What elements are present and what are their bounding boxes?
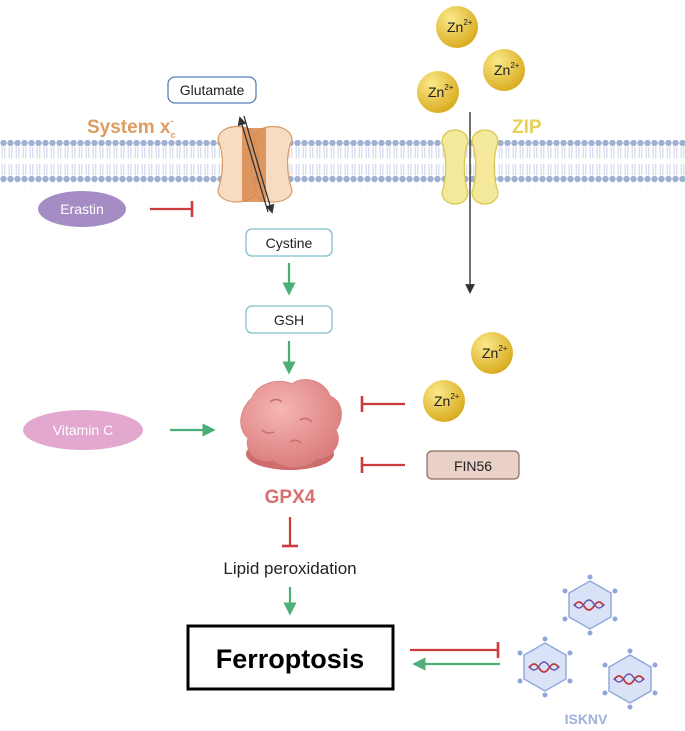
glutamate-box [167, 76, 257, 104]
cell-membrane [0, 140, 685, 186]
zn-ion: Zn2+ [483, 49, 525, 91]
fin56-inhibit-arrow [360, 457, 405, 473]
system-xc-transporter [217, 115, 293, 214]
gpx4-label: GPX4 [265, 487, 316, 508]
isknv-virion [602, 648, 658, 710]
zn-ion: Zn2+ [471, 332, 513, 374]
zn-ion: Zn2+ [436, 6, 478, 48]
erastin-inhibit-arrow [150, 201, 194, 217]
zn-inhibit-arrow [360, 396, 405, 412]
gsh-label: GSH [274, 312, 304, 328]
svg-text:Zn2+: Zn2+ [434, 392, 460, 409]
zip-transporter [441, 112, 499, 294]
isknv-virion [562, 574, 618, 636]
zn-ion: Zn2+ [423, 380, 465, 422]
lipid-peroxidation-label: Lipid peroxidation [223, 559, 356, 578]
zn-ion: Zn2+ [417, 71, 459, 113]
cystine-box [245, 228, 333, 257]
ferroptosis-box [186, 624, 395, 691]
svg-text:Zn2+: Zn2+ [447, 18, 473, 35]
gpx4-protein [240, 379, 342, 470]
fin56-box [426, 450, 520, 480]
zip-label: ZIP [512, 117, 542, 138]
svg-text:Zn2+: Zn2+ [494, 61, 520, 78]
svg-text:Zn2+: Zn2+ [482, 344, 508, 361]
fin56-label: FIN56 [454, 458, 492, 474]
erastin-ellipse [38, 191, 126, 227]
erastin-label: Erastin [60, 201, 104, 217]
ferroptosis-label: Ferroptosis [216, 644, 365, 674]
vitamin-c-label: Vitamin C [53, 422, 113, 438]
cystine-label: Cystine [266, 235, 313, 251]
isknv-virion [517, 636, 573, 698]
gpx4-inhibit-arrow [282, 517, 298, 548]
glutamate-label: Glutamate [180, 82, 245, 98]
system-xc-label: System xc- [87, 116, 175, 140]
isknv-label: ISKNV [565, 711, 608, 727]
gsh-box [245, 305, 333, 334]
isknv-inhibit-arrow [410, 642, 500, 658]
vitamin-c-ellipse [23, 410, 143, 450]
svg-text:Zn2+: Zn2+ [428, 83, 454, 100]
